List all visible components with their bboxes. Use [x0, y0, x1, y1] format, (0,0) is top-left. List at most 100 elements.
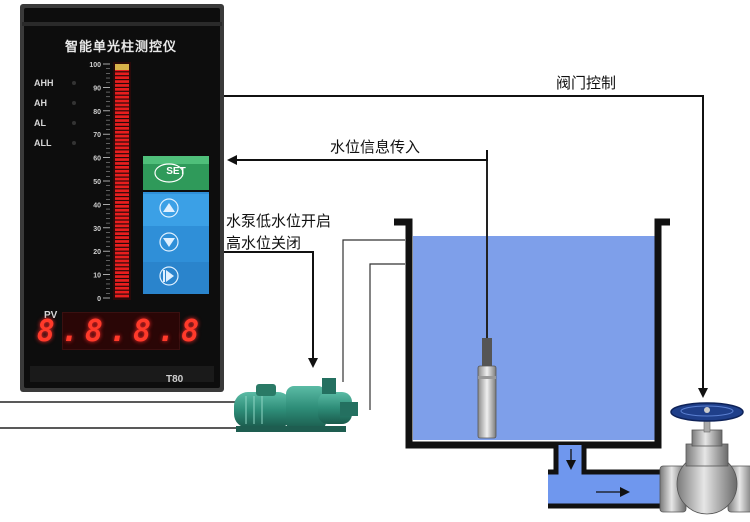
bar-segment	[115, 84, 129, 87]
bar-top-indicator	[115, 64, 129, 70]
bar-segment	[115, 290, 129, 294]
bar-segment	[115, 247, 129, 251]
down-button[interactable]	[143, 228, 209, 260]
bar-segment	[115, 193, 129, 196]
level-signal-label: 水位信息传入	[330, 138, 421, 156]
scale-tick-label: 50	[93, 179, 101, 186]
bar-segment	[115, 208, 129, 212]
bar-segment	[115, 115, 129, 118]
scale-tick-label: 60	[93, 156, 101, 163]
bar-segment	[115, 123, 129, 126]
tank-water	[413, 236, 656, 440]
bar-segment	[115, 279, 129, 282]
bar-segment	[115, 236, 129, 239]
bar-segment	[115, 275, 129, 278]
level-signal-line	[227, 150, 488, 165]
bar-segment	[115, 201, 129, 204]
bar-segment	[115, 212, 129, 216]
pump-label-line1: 水泵低水位开启	[226, 212, 332, 230]
pv-display: 8.8.8.8	[36, 312, 206, 350]
bar-segment	[115, 181, 129, 185]
bar-segment	[115, 150, 129, 154]
bar-segment	[115, 224, 129, 228]
bar-segment	[115, 263, 129, 267]
outlet-pipe-horizontal	[548, 474, 678, 504]
scale-tick-label: 80	[93, 109, 101, 116]
valve-control-label: 阀门控制	[556, 74, 617, 92]
bar-segment	[115, 162, 129, 165]
alarm-led-all	[72, 141, 76, 145]
scale-tick-label: 100	[89, 62, 101, 69]
bar-segment	[115, 185, 129, 189]
up-button[interactable]	[143, 194, 209, 226]
down-arrow-icon	[159, 232, 179, 252]
scale-tick-label: 0	[97, 296, 101, 303]
bar-segment	[115, 154, 129, 157]
alarm-label-ah: AH	[34, 98, 47, 108]
water-tank	[394, 218, 678, 509]
bar-segment	[115, 216, 129, 220]
bar-segment	[115, 286, 129, 290]
pv-label: PV	[44, 310, 58, 321]
bar-segment	[115, 103, 129, 107]
water-pump	[0, 378, 358, 432]
alarm-led-ahh	[72, 81, 76, 85]
bar-segment	[115, 88, 129, 91]
bar-segment	[115, 158, 129, 161]
bar-segment	[115, 72, 129, 76]
bar-segment	[115, 251, 129, 255]
bar-segment	[115, 119, 129, 122]
pump-pipe	[342, 239, 405, 410]
bar-segment	[115, 220, 129, 224]
scale-tick-label: 70	[93, 132, 101, 139]
bar-segment	[115, 189, 129, 193]
bar-segment	[115, 134, 129, 138]
bar-segment	[115, 205, 129, 208]
bar-segment	[115, 91, 129, 95]
level-sensor	[477, 150, 497, 439]
bar-segment	[115, 255, 129, 259]
bar-segment	[115, 283, 129, 286]
bar-segment	[115, 244, 129, 247]
model-label: T80	[166, 374, 184, 385]
bar-segment	[115, 173, 129, 177]
bar-segment	[115, 80, 129, 83]
bar-segment	[115, 146, 129, 150]
alarm-label-al: AL	[34, 118, 46, 128]
controller-title: 智能单光柱测控仪	[64, 40, 177, 55]
alarm-label-all: ALL	[34, 138, 52, 148]
up-arrow-icon	[159, 198, 179, 218]
valve-control-line	[224, 95, 708, 398]
bar-segment	[115, 259, 129, 263]
bar-segment	[115, 138, 129, 142]
scale-tick-label: 30	[93, 226, 101, 233]
bar-segment	[115, 240, 129, 243]
pump-control-line	[224, 251, 318, 368]
bar-segment	[115, 177, 129, 181]
bar-segment	[115, 267, 129, 271]
gate-valve	[659, 402, 750, 515]
bar-segment	[115, 76, 129, 79]
bar-segment	[115, 228, 129, 232]
scale-tick-label: 40	[93, 202, 101, 209]
signal-lines	[224, 95, 708, 398]
bar-segment	[115, 107, 129, 111]
alarm-led-ah	[72, 101, 76, 105]
bar-segment	[115, 294, 129, 298]
scale-tick-label: 10	[93, 273, 101, 280]
bar-segment	[115, 111, 129, 115]
bar-segment	[115, 166, 129, 169]
shift-arrow-icon	[159, 266, 179, 286]
shift-button[interactable]	[143, 262, 209, 294]
bar-segment	[115, 271, 129, 274]
alarm-label-ahh: AHH	[34, 78, 54, 88]
bar-segment	[115, 99, 129, 103]
scale-tick-label: 90	[93, 85, 101, 92]
pump-label-line2: 高水位关闭	[226, 234, 302, 252]
bar-segment	[115, 197, 129, 200]
bar-segment	[115, 232, 129, 235]
bar-segment	[115, 127, 129, 130]
